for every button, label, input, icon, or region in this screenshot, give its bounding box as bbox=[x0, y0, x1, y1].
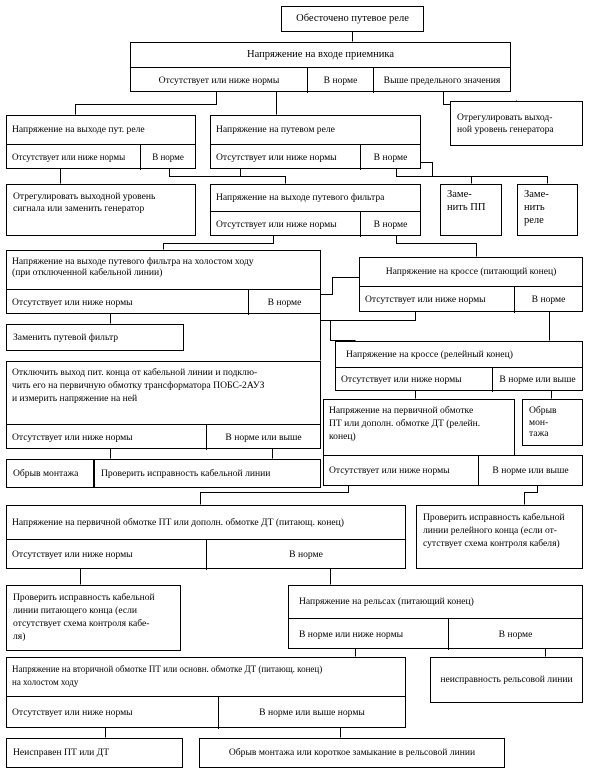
node-header: Напряжение на выходе пут. реле bbox=[12, 124, 145, 136]
option-cell[interactable]: Отсутствует или ниже нормы bbox=[7, 540, 207, 570]
node-header: Напряжение на кроссе (релейный конец) bbox=[346, 348, 513, 360]
node-header: Напряжение на путевом реле bbox=[216, 124, 335, 136]
option-cell[interactable]: Отсутствует или ниже нормы bbox=[7, 145, 141, 170]
node-options: Отсутствует или ниже нормы В норме bbox=[360, 286, 582, 313]
option-cell[interactable]: В норме или выше bbox=[499, 374, 576, 386]
node-adjust-signal-output-or-replace-generator: Отрегулировать выходной уровень сигнала … bbox=[6, 184, 196, 236]
node-check-cable-line: Проверить исправность кабельной линии bbox=[94, 459, 321, 488]
node-pt-primary-winding-relay-end-options: Отсутствует или ниже нормы В норме или в… bbox=[323, 455, 583, 486]
option-cell[interactable]: Отсутствует или ниже нормы bbox=[7, 290, 249, 315]
option-cell[interactable]: В норме или ниже нормы bbox=[289, 619, 449, 650]
node-check-relay-end-cable-line: Проверить исправность кабельной линии ре… bbox=[416, 505, 583, 569]
node-pt-primary-winding-feed-end: Напряжение на первичной обмотке ПТ или д… bbox=[6, 505, 406, 570]
node-wiring-break: Обрыв монтажа bbox=[6, 459, 94, 488]
node-deenergized-track-relay: Обесточено путевое реле bbox=[281, 6, 424, 32]
node-rail-voltage-feed-end: Напряжение на рельсах (питающий конец) В… bbox=[288, 585, 583, 650]
node-track-relay-output-voltage: Напряжение на выходе пут. реле Отсутству… bbox=[6, 115, 196, 170]
node-options: Отсутствует или ниже нормы В норме или в… bbox=[324, 456, 582, 485]
node-adjust-generator-output-level: Отрегулировать выход- ной уровень генера… bbox=[450, 101, 583, 146]
option-cell[interactable]: В норме или выше bbox=[225, 431, 302, 443]
node-wiring-break-or-rail-short: Обрыв монтажа или короткое замыкание в р… bbox=[199, 738, 505, 768]
option-cell[interactable]: В норме bbox=[308, 68, 374, 93]
option-cell[interactable]: Отсутствует или ниже нормы bbox=[7, 425, 207, 450]
option-cell[interactable]: В норме bbox=[531, 294, 566, 306]
option-cell[interactable]: Отсутствует или ниже нормы bbox=[211, 212, 361, 237]
option-cell[interactable]: В норме bbox=[289, 549, 323, 561]
node-header: Напряжение на первичной обмотке ПТ или д… bbox=[329, 405, 481, 442]
node-header: Напряжение на выходе путевого фильтра bbox=[216, 192, 385, 204]
node-rail-line-fault: неисправность рельсовой линии bbox=[430, 657, 583, 703]
node-options: Отсутствует или ниже нормы В норме или в… bbox=[7, 696, 405, 729]
node-replace-relay: Заме- нить реле bbox=[517, 184, 578, 236]
option-cell[interactable]: Выше предельного значения bbox=[383, 74, 501, 86]
node-options: Отсутствует или ниже нормы В норме bbox=[211, 144, 420, 170]
option-cell[interactable]: В норме bbox=[152, 152, 184, 163]
node-header: Напряжение на первичной обмотке ПТ или д… bbox=[12, 516, 344, 528]
node-header: Отключить выход пит. конца от кабельной … bbox=[12, 367, 265, 404]
node-header: Обесточено путевое реле bbox=[296, 12, 409, 24]
node-options: Отсутствует или ниже нормы В норме или в… bbox=[7, 424, 320, 450]
node-receiver-input-voltage: Напряжение на входе приемника Отсутствуе… bbox=[130, 42, 511, 93]
node-wiring-break-short: Обрыв мон- тажа bbox=[522, 399, 583, 446]
option-cell[interactable]: Отсутствует или ниже нормы bbox=[211, 145, 361, 170]
option-cell[interactable]: Отсутствует или ниже нормы bbox=[360, 287, 515, 313]
option-cell[interactable]: Отсутствует или ниже нормы bbox=[7, 697, 219, 729]
option-cell[interactable]: В норме или выше bbox=[492, 464, 569, 476]
node-check-feed-end-cable-line: Проверить исправность кабельной линии пи… bbox=[6, 585, 181, 651]
node-header: Напряжение на выходе путевого фильтра на… bbox=[12, 256, 254, 279]
option-cell[interactable]: Отсутствует или ниже нормы bbox=[131, 68, 308, 93]
option-cell[interactable]: В норме bbox=[373, 151, 408, 163]
node-filter-output-noload-voltage: Напряжение на выходе путевого фильтра на… bbox=[6, 250, 321, 315]
node-header: Напряжение на кроссе (питающий конец) bbox=[385, 266, 557, 278]
option-cell[interactable]: В норме bbox=[498, 628, 533, 640]
node-options: Отсутствует или ниже нормы В норме или в… bbox=[336, 367, 582, 392]
node-pt-or-dt-faulty: Неисправен ПТ или ДТ bbox=[6, 738, 183, 768]
node-disconnect-feed-end-measure: Отключить выход пит. конца от кабельной … bbox=[6, 361, 321, 450]
option-cell[interactable]: В норме bbox=[267, 296, 302, 308]
node-options: Отсутствует или ниже нормы В норме bbox=[7, 144, 195, 170]
node-track-filter-output-voltage: Напряжение на выходе путевого фильтра От… bbox=[210, 184, 421, 237]
option-cell[interactable]: Отсутствует или ниже нормы bbox=[324, 456, 479, 485]
node-cross-voltage-relay-end: Напряжение на кроссе (релейный конец) От… bbox=[335, 341, 583, 392]
node-header: Напряжение на вторичной обмотке ПТ или о… bbox=[12, 664, 323, 687]
node-options: Отсутствует или ниже нормы В норме bbox=[7, 289, 320, 315]
node-replace-pp: Заме- нить ПП bbox=[440, 184, 502, 236]
option-cell[interactable]: Отсутствует или ниже нормы bbox=[336, 368, 493, 392]
node-replace-track-filter: Заменить путевой фильтр bbox=[6, 324, 184, 351]
option-cell[interactable]: В норме или выше нормы bbox=[259, 707, 365, 719]
node-voltage-at-track-relay: Напряжение на путевом реле Отсутствует и… bbox=[210, 115, 421, 170]
node-header: Напряжение на рельсах (питающий конец) bbox=[299, 596, 474, 608]
node-cross-voltage-feed-end: Напряжение на кроссе (питающий конец) От… bbox=[359, 257, 583, 313]
node-pt-secondary-winding-noload: Напряжение на вторичной обмотке ПТ или о… bbox=[6, 657, 406, 729]
node-options: Отсутствует или ниже нормы В норме bbox=[7, 539, 405, 570]
node-options: В норме или ниже нормы В норме bbox=[289, 618, 582, 650]
node-options: Отсутствует или ниже нормы В норме Выше … bbox=[131, 67, 510, 93]
node-header: Напряжение на входе приемника bbox=[246, 48, 395, 60]
option-cell[interactable]: В норме bbox=[373, 218, 408, 230]
node-options: Отсутствует или ниже нормы В норме bbox=[211, 211, 420, 237]
